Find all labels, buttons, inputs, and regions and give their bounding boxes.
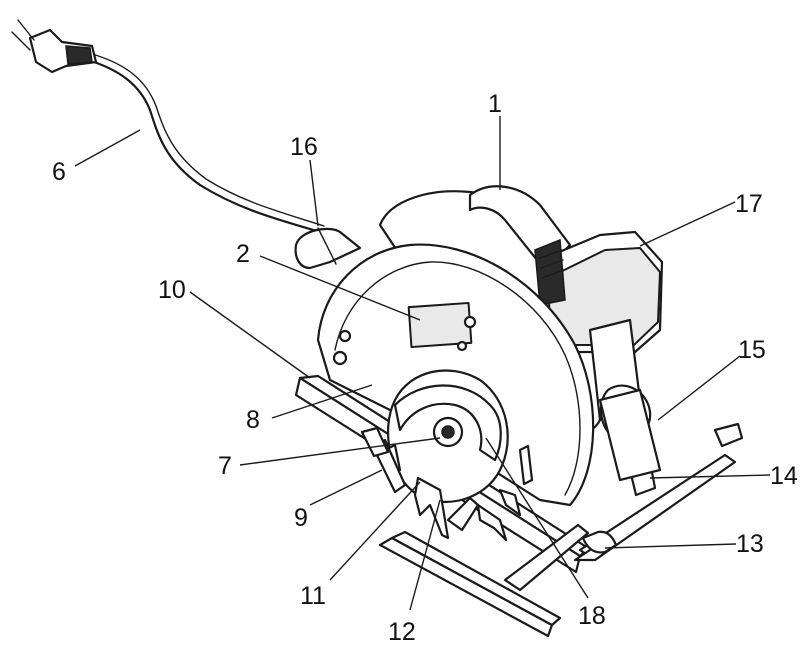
warning-label [407,301,473,349]
saw-blade [360,369,522,542]
callout-label-7: 7 [218,452,232,480]
callout-label-15: 15 [738,336,766,364]
callout-label-18: 18 [578,602,606,630]
callout-label-14: 14 [770,462,798,490]
screw-icon [463,315,477,329]
callout-label-16: 16 [290,133,318,161]
screw-icon [332,350,348,366]
callout-label-17: 17 [735,190,763,218]
callout-label-10: 10 [158,276,186,304]
callout-label-11: 11 [300,582,326,610]
callout-label-1: 1 [488,90,502,118]
lower-blade-guard [393,384,502,462]
callout-label-9: 9 [294,504,308,532]
callout-label-13: 13 [736,530,764,558]
callout-label-8: 8 [246,406,260,434]
callout-leaders [74,116,771,611]
screw-icon [338,329,352,343]
callout-label-6: 6 [52,158,66,186]
callout-label-2: 2 [236,240,250,268]
callout-labels: 1 16 6 17 2 10 15 8 7 14 9 13 11 18 12 [52,90,798,646]
screw-icon [456,340,468,352]
callout-label-12: 12 [388,618,416,646]
power-cord [11,19,325,234]
